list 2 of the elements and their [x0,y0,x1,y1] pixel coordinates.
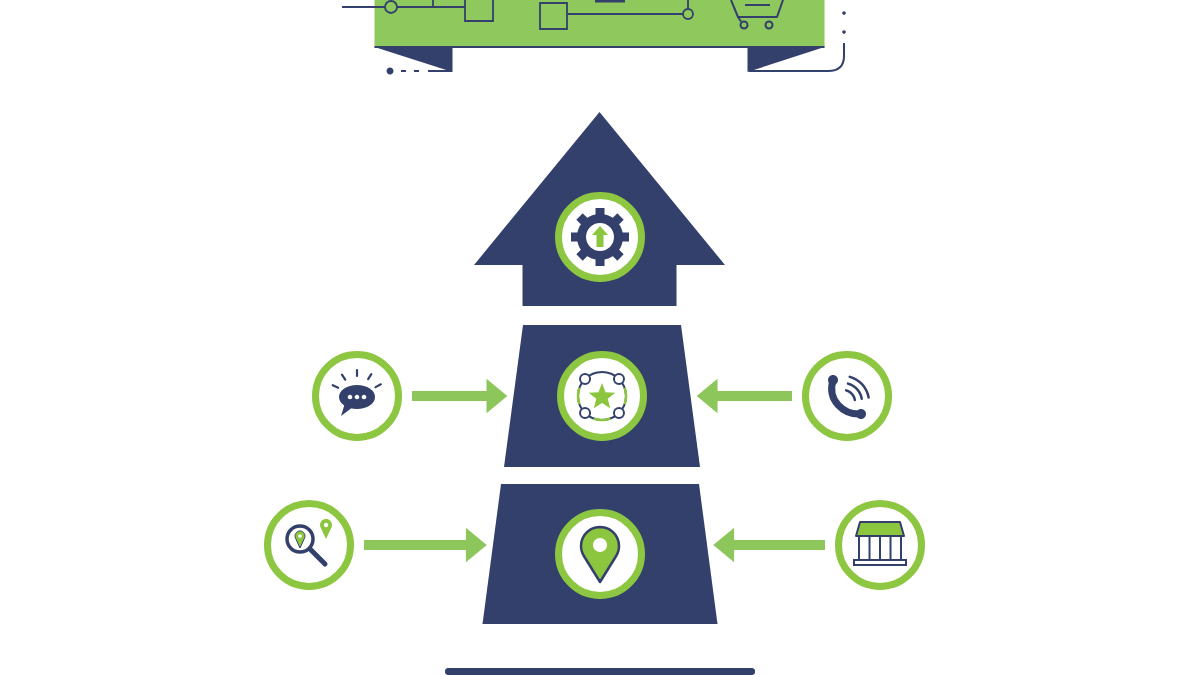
base-bar [444,668,756,675]
ribbon-banner [373,0,826,72]
